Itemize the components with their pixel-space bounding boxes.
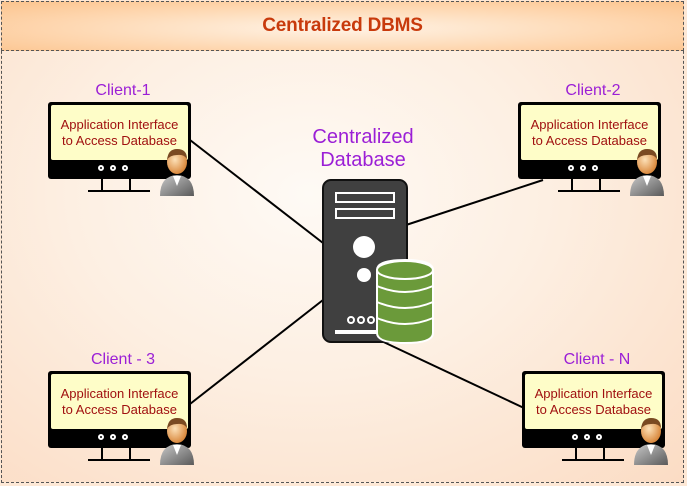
monitor-icon: Application Interface to Access Database	[48, 102, 191, 179]
user-icon	[634, 418, 668, 465]
server-icon	[322, 179, 434, 345]
screen-text-line2: to Access Database	[62, 401, 177, 417]
client-screen: Application Interface to Access Database	[521, 105, 658, 160]
link-client-2	[405, 179, 544, 226]
link-client-3	[189, 299, 324, 405]
database-label: Centralized Database	[290, 126, 436, 172]
screen-text-line2: to Access Database	[532, 132, 647, 148]
screen-text-line1: Application Interface	[534, 385, 653, 401]
monitor-icon: Application Interface to Access Database	[518, 102, 661, 179]
client-label: Client - 3	[90, 351, 156, 368]
client-label: Client-1	[95, 82, 151, 99]
database-icon	[376, 258, 434, 345]
monitor-icon: Application Interface to Access Database	[522, 371, 665, 448]
screen-text-line1: Application Interface	[60, 385, 179, 401]
database-label-line1: Centralized	[312, 126, 414, 148]
monitor-buttons	[568, 165, 598, 171]
database-label-line2: Database	[320, 149, 406, 171]
title-bar: Centralized DBMS	[1, 1, 684, 51]
user-icon	[630, 149, 664, 196]
client-label: Client-2	[565, 82, 621, 99]
screen-text-line2: to Access Database	[536, 401, 651, 417]
diagram-title: Centralized DBMS	[262, 15, 423, 36]
client-screen: Application Interface to Access Database	[525, 374, 662, 429]
client-label: Client - N	[563, 351, 631, 368]
monitor-buttons	[98, 434, 128, 440]
screen-text-line1: Application Interface	[60, 116, 179, 132]
monitor-icon: Application Interface to Access Database	[48, 371, 191, 448]
monitor-buttons	[572, 434, 602, 440]
user-icon	[160, 418, 194, 465]
screen-text-line2: to Access Database	[62, 132, 177, 148]
client-screen: Application Interface to Access Database	[51, 105, 188, 160]
link-client-1	[189, 139, 324, 244]
link-client-n	[374, 337, 525, 409]
monitor-buttons	[98, 165, 128, 171]
user-icon	[160, 149, 194, 196]
client-screen: Application Interface to Access Database	[51, 374, 188, 429]
screen-text-line1: Application Interface	[530, 116, 649, 132]
